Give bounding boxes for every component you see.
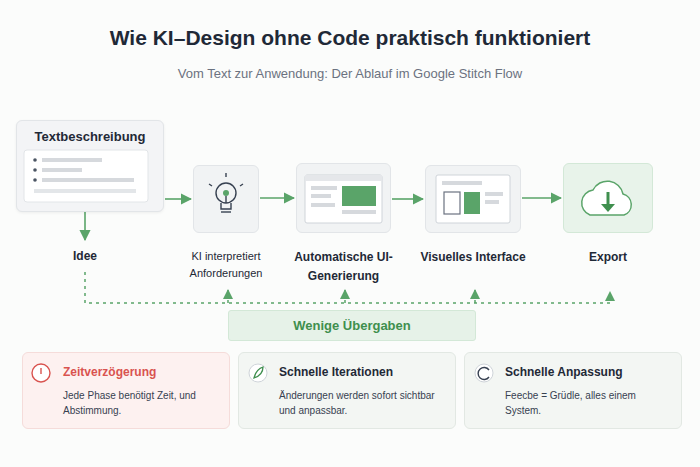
step-caption: Automatische UI-Generierung — [284, 248, 404, 285]
step-box: Automatische UI-Generierung — [296, 163, 391, 233]
up-arrow — [474, 290, 476, 303]
leaf-icon — [249, 364, 267, 382]
step-label: Automatische UI-Generierung — [284, 248, 404, 285]
info-card: Schnelle AnpassungFeecbe = Grüdle, alles… — [464, 352, 682, 429]
refresh-icon — [475, 364, 493, 382]
step-caption: KI interpretiert Anforderungen — [166, 248, 286, 282]
summary-band: Wenige Übergaben — [228, 310, 476, 341]
flow-arrow — [522, 197, 561, 199]
cloud-icon — [582, 181, 632, 215]
box-heading: Textbeschreibung — [23, 129, 157, 144]
diagram-subtitle: Vom Text zur Anwendung: Der Ablauf im Go… — [0, 66, 700, 81]
card-heading: Zeitverzögerung — [63, 365, 219, 379]
card-body: Änderungen werden sofort sichtbar und an… — [279, 388, 445, 418]
band-label: Wenige Übergaben — [235, 318, 469, 333]
card-heading: Schnelle Iterationen — [279, 365, 445, 379]
bulb-icon — [209, 173, 243, 212]
card-body: Feecbe = Grüdle, alles einem System. — [505, 388, 671, 418]
flow-arrow — [165, 198, 191, 200]
step-caption: Visuelles Interface — [418, 248, 528, 267]
flow-arrow — [392, 198, 423, 200]
card-body: Jede Phase benötigt Zeit, und Abstimmung… — [63, 388, 219, 418]
info-card: ZeitverzögerungJede Phase benötigt Zeit,… — [22, 352, 230, 429]
down-arrow — [84, 212, 86, 240]
info-card: Schnelle IterationenÄnderungen werden so… — [238, 352, 456, 429]
step-label: Visuelles Interface — [418, 248, 528, 267]
up-arrow — [344, 290, 346, 303]
ui-icon — [305, 175, 382, 223]
interface-icon — [436, 175, 510, 223]
card-heading: Schnelle Anpassung — [505, 365, 671, 379]
flow-arrow — [260, 197, 294, 199]
step-label: Export — [553, 248, 663, 267]
flow-label: Idee — [45, 249, 125, 263]
text-card-icon — [24, 150, 148, 202]
input-box: Textbeschreibung — [16, 120, 164, 212]
clock-icon — [32, 364, 50, 382]
step-box: KI interpretiert Anforderungen — [193, 165, 259, 233]
step-label: KI interpretiert Anforderungen — [166, 248, 286, 282]
step-box: Export — [563, 163, 653, 233]
step-caption: Export — [553, 248, 663, 267]
up-arrow — [227, 290, 229, 303]
step-box: Visuelles Interface — [425, 165, 521, 233]
diagram-title: Wie KI–Design ohne Code praktisch funkti… — [0, 26, 700, 50]
